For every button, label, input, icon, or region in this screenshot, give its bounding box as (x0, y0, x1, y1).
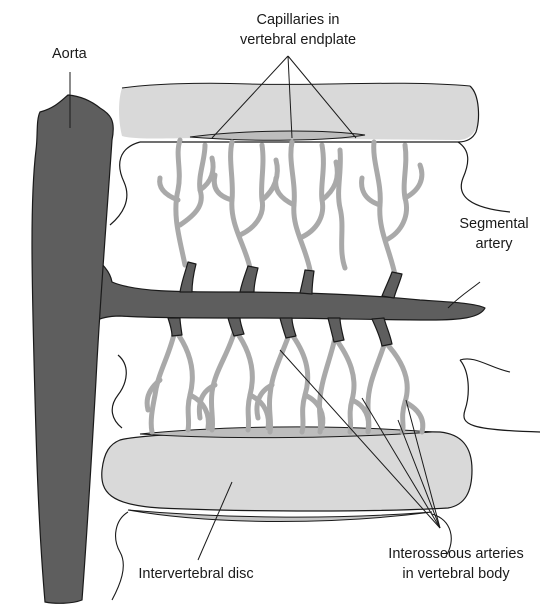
vertebral-body-right-lower (460, 359, 510, 372)
interosseous-label-line1: Interosseous arteries (388, 546, 523, 562)
vertebral-body-outline (110, 142, 540, 432)
aorta-label: Aorta (52, 46, 88, 62)
capillaries-label-line2: vertebral endplate (240, 32, 356, 48)
segmental-label-line2: artery (475, 236, 513, 252)
aorta (32, 95, 113, 603)
lower-disc (102, 431, 472, 511)
interosseous-label-line2: in vertebral body (402, 566, 510, 582)
lower-disc-bottom-lens (128, 510, 432, 522)
capillaries-label-line1: Capillaries in (256, 12, 339, 28)
disc-label: Intervertebral disc (138, 566, 253, 582)
segmental-label-line1: Segmental (459, 216, 528, 232)
upper-capillary-network (160, 140, 422, 275)
segmental-artery (92, 255, 485, 346)
